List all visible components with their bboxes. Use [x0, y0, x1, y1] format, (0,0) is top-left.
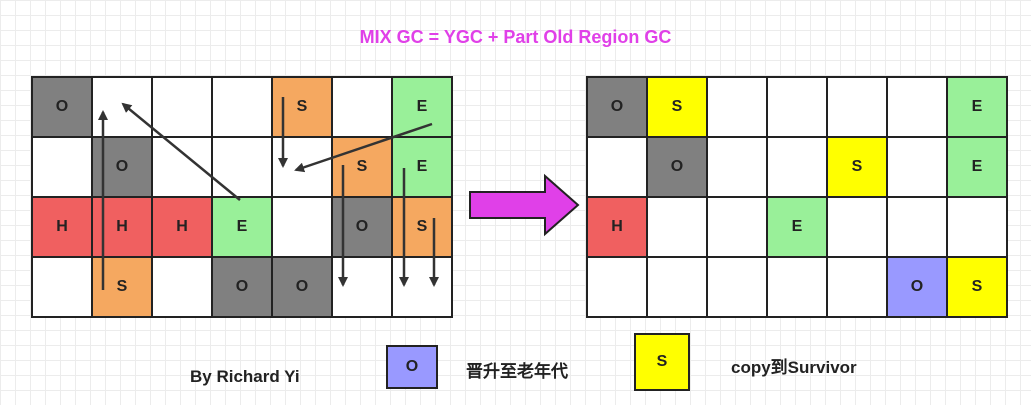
- before-region-r4c6: [333, 258, 393, 318]
- before-region-r4c7: [393, 258, 453, 318]
- before-region-r4c1: [33, 258, 93, 318]
- after-region-r1c3: [708, 78, 768, 138]
- legend-promote-box: O: [386, 345, 438, 389]
- before-region-r3c2: H: [93, 198, 153, 258]
- before-region-r1c4: [213, 78, 273, 138]
- after-region-r2c2: O: [648, 138, 708, 198]
- after-region-r2c3: [708, 138, 768, 198]
- transition-arrow: [469, 173, 580, 237]
- after-region-r2c4: [768, 138, 828, 198]
- after-region-r4c1: [588, 258, 648, 318]
- before-region-r3c4: E: [213, 198, 273, 258]
- before-region-r3c1: H: [33, 198, 93, 258]
- after-region-r2c1: [588, 138, 648, 198]
- before-region-r1c6: [333, 78, 393, 138]
- before-region-r3c3: H: [153, 198, 213, 258]
- before-region-r2c4: [213, 138, 273, 198]
- after-region-r1c5: [828, 78, 888, 138]
- after-region-r4c2: [648, 258, 708, 318]
- after-region-r4c3: [708, 258, 768, 318]
- after-region-r1c6: [888, 78, 948, 138]
- before-region-r1c7: E: [393, 78, 453, 138]
- before-region-r2c7: E: [393, 138, 453, 198]
- after-region-r3c3: [708, 198, 768, 258]
- before-region-r1c2: [93, 78, 153, 138]
- after-region-r1c4: [768, 78, 828, 138]
- after-region-r1c2: S: [648, 78, 708, 138]
- after-region-r3c2: [648, 198, 708, 258]
- after-region-r2c5: S: [828, 138, 888, 198]
- after-region-r1c7: E: [948, 78, 1008, 138]
- before-region-r4c3: [153, 258, 213, 318]
- after-region-r2c7: E: [948, 138, 1008, 198]
- before-region-r4c5: O: [273, 258, 333, 318]
- before-region-r4c2: S: [93, 258, 153, 318]
- after-region-r1c1: O: [588, 78, 648, 138]
- before-region-r4c4: O: [213, 258, 273, 318]
- after-region-r3c1: H: [588, 198, 648, 258]
- before-region-r3c5: [273, 198, 333, 258]
- before-region-r1c5: S: [273, 78, 333, 138]
- after-region-r2c6: [888, 138, 948, 198]
- legend-promote-text: 晋升至老年代: [466, 362, 568, 381]
- before-region-r3c7: S: [393, 198, 453, 258]
- before-region-r1c1: O: [33, 78, 93, 138]
- after-region-r4c5: [828, 258, 888, 318]
- before-region-r3c6: O: [333, 198, 393, 258]
- author-credit: By Richard Yi: [190, 367, 300, 386]
- before-region-r2c2: O: [93, 138, 153, 198]
- after-region-r3c4: E: [768, 198, 828, 258]
- legend-copy-box: S: [634, 333, 690, 391]
- after-region-r3c7: [948, 198, 1008, 258]
- after-region-r4c4: [768, 258, 828, 318]
- before-region-r2c1: [33, 138, 93, 198]
- before-region-r2c6: S: [333, 138, 393, 198]
- legend-copy-text: copy到Survivor: [731, 358, 857, 377]
- after-region-r4c7: S: [948, 258, 1008, 318]
- before-region-r2c5: [273, 138, 333, 198]
- before-region-r1c3: [153, 78, 213, 138]
- after-region-r4c6: O: [888, 258, 948, 318]
- after-region-r3c6: [888, 198, 948, 258]
- before-region-r2c3: [153, 138, 213, 198]
- after-region-r3c5: [828, 198, 888, 258]
- diagram-title: MIX GC = YGC + Part Old Region GC: [359, 27, 672, 47]
